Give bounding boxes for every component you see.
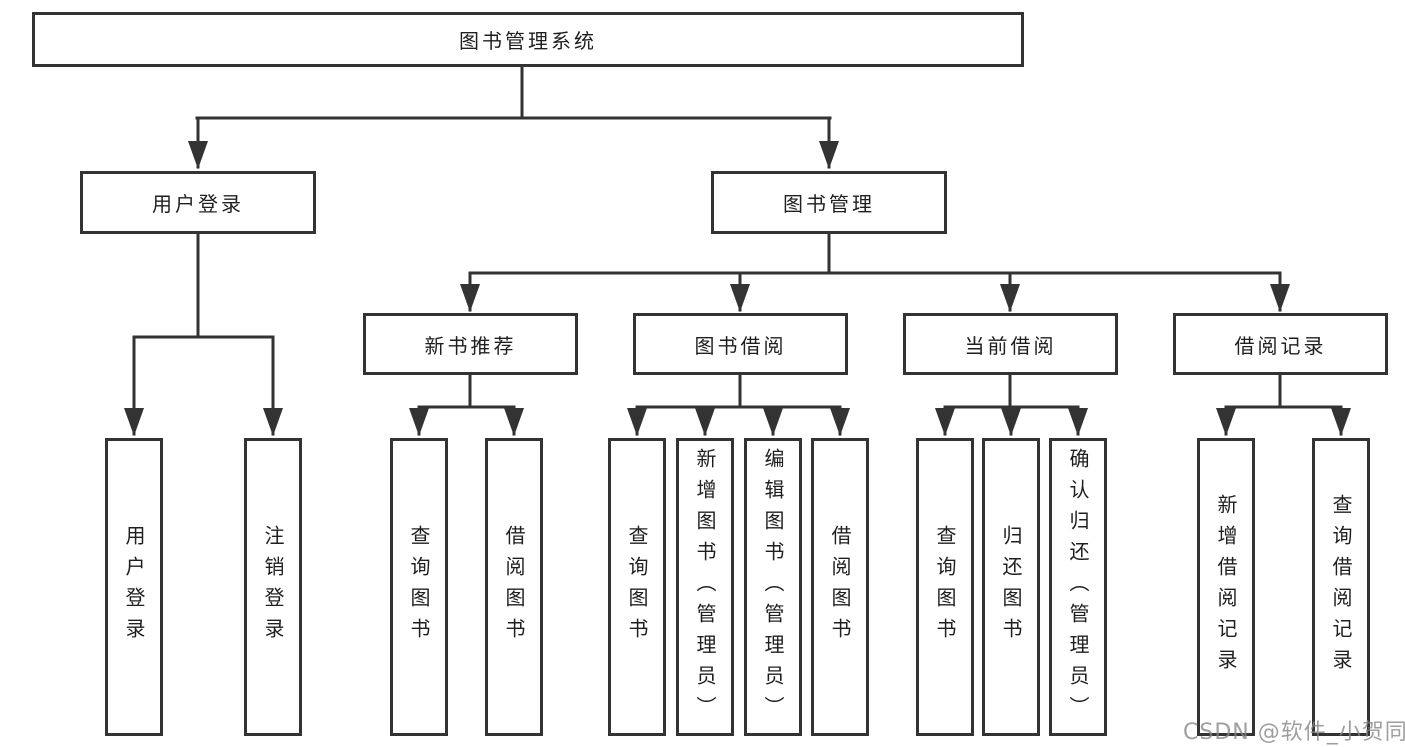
node-label: 图书管理: [783, 192, 875, 216]
node-label: 查询图书: [933, 525, 957, 649]
connector-new-book-split: [409, 373, 524, 436]
node-label: 查询图书: [407, 525, 431, 649]
node-borrowing-records: 借阅记录: [1173, 313, 1388, 375]
node-leaf-return-books: 归还图书: [982, 438, 1040, 736]
connector-book-borrowing-split: [627, 373, 850, 436]
node-book-borrowing: 图书借阅: [633, 313, 848, 375]
node-label: 查询借阅记录: [1329, 494, 1353, 680]
node-label: 编辑图书（管理员）: [761, 447, 785, 727]
node-leaf-search-books-borrowing: 查询图书: [608, 438, 666, 736]
node-current-borrowing: 当前借阅: [903, 313, 1118, 375]
node-leaf-search-borrow-record: 查询借阅记录: [1312, 438, 1370, 736]
connector-user-login-split: [124, 232, 283, 436]
node-label: 图书管理系统: [459, 29, 597, 53]
node-label: 新书推荐: [424, 333, 517, 358]
node-user-login: 用户登录: [80, 171, 316, 234]
node-label: 新增借阅记录: [1214, 494, 1238, 680]
node-label: 归还图书: [999, 525, 1023, 649]
node-label: 借阅图书: [828, 525, 852, 649]
node-label: 用户登录: [152, 192, 244, 216]
node-leaf-search-books-current: 查询图书: [916, 438, 974, 736]
node-leaf-add-borrow-record: 新增借阅记录: [1197, 438, 1255, 736]
node-label: 图书借阅: [694, 333, 787, 358]
node-label: 借阅记录: [1234, 333, 1327, 358]
node-label: 新增图书（管理员）: [693, 447, 717, 727]
node-label: 注销登录: [261, 525, 285, 649]
node-leaf-borrow-books-borrowing: 借阅图书: [811, 438, 869, 736]
node-leaf-borrow-books-recommendation: 借阅图书: [485, 438, 543, 736]
connector-borrowing-records-split: [1216, 373, 1351, 436]
node-book-management: 图书管理: [711, 171, 947, 234]
connector-root-split: [188, 64, 839, 169]
node-leaf-user-login: 用户登录: [105, 438, 163, 736]
node-label: 借阅图书: [502, 525, 526, 649]
node-leaf-confirm-return-admin: 确认归还（管理员）: [1049, 438, 1107, 736]
node-label: 确认归还（管理员）: [1066, 447, 1090, 727]
csdn-watermark: CSDN @软件_小贺同学: [1183, 720, 1405, 745]
connector-book-management-split: [460, 232, 1290, 312]
node-book-management-system: 图书管理系统: [32, 12, 1024, 67]
connector-current-borrowing-split: [935, 373, 1088, 436]
node-label: 查询图书: [625, 525, 649, 649]
node-label: 当前借阅: [964, 333, 1057, 358]
node-leaf-search-books-recommendation: 查询图书: [390, 438, 448, 736]
node-leaf-logout: 注销登录: [244, 438, 302, 736]
node-leaf-edit-books-admin: 编辑图书（管理员）: [744, 438, 802, 736]
node-label: 用户登录: [122, 525, 146, 649]
node-leaf-add-books-admin: 新增图书（管理员）: [676, 438, 734, 736]
node-new-book-recommendation: 新书推荐: [363, 313, 578, 375]
